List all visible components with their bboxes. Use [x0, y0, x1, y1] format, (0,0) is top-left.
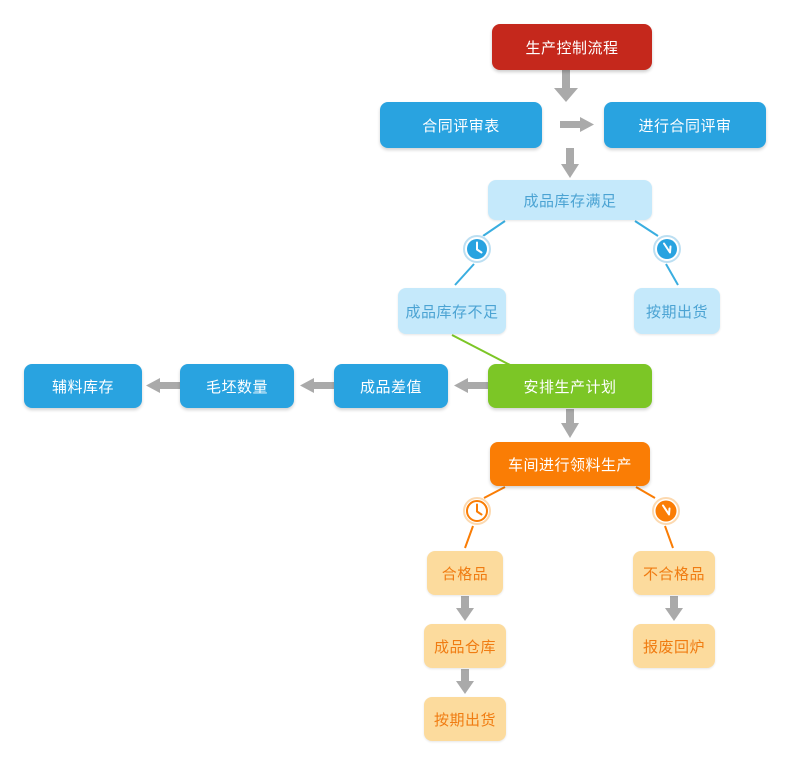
- edge-unqualified-to-scrap: [665, 596, 683, 621]
- node-arrange-production-plan[interactable]: 安排生产计划: [488, 364, 652, 408]
- node-label: 合同评审表: [422, 117, 500, 135]
- node-root[interactable]: 生产控制流程: [492, 24, 652, 70]
- node-blank-quantity[interactable]: 毛坯数量: [180, 364, 294, 408]
- edge-root-to-contract: [554, 70, 578, 102]
- node-finished-goods-warehouse[interactable]: 成品仓库: [424, 624, 506, 668]
- node-workshop-material-production[interactable]: 车间进行领料生产: [490, 442, 650, 486]
- node-finished-stock-sufficient[interactable]: 成品库存满足: [488, 180, 652, 220]
- node-label: 成品差值: [359, 378, 422, 396]
- node-auxiliary-material-stock[interactable]: 辅料库存: [24, 364, 142, 408]
- node-label: 进行合同评审: [638, 117, 732, 135]
- clock-icon-stock-low[interactable]: [462, 234, 492, 264]
- edge-contract-to-stockok: [561, 148, 579, 178]
- node-label: 按期出货: [433, 711, 496, 729]
- node-finished-goods-difference[interactable]: 成品差值: [334, 364, 448, 408]
- edge-diff-to-blankqty: [300, 378, 334, 393]
- clock-icon-qualified[interactable]: [462, 496, 492, 526]
- edge-blankqty-to-auxstock: [146, 378, 180, 393]
- node-label: 辅料库存: [51, 378, 114, 396]
- node-contract-review-form[interactable]: 合同评审表: [380, 102, 542, 148]
- node-label: 报废回炉: [642, 638, 705, 656]
- node-label: 按期出货: [645, 303, 708, 321]
- node-unqualified-product[interactable]: 不合格品: [633, 551, 715, 595]
- node-ship-on-time-upper[interactable]: 按期出货: [634, 288, 720, 334]
- node-label: 安排生产计划: [523, 378, 617, 396]
- node-ship-on-time-lower[interactable]: 按期出货: [424, 697, 506, 741]
- node-qualified-product[interactable]: 合格品: [427, 551, 503, 595]
- node-label: 合格品: [441, 565, 489, 583]
- edge-plan-to-diff: [454, 378, 488, 393]
- node-label: 成品仓库: [433, 638, 496, 656]
- node-label: 不合格品: [642, 565, 705, 583]
- node-label: 成品库存不足: [405, 303, 499, 321]
- node-label: 成品库存满足: [523, 192, 617, 210]
- node-label: 生产控制流程: [525, 39, 619, 57]
- edge-workshop-branches: [464, 486, 674, 549]
- node-finished-stock-insufficient[interactable]: 成品库存不足: [398, 288, 506, 334]
- clock-icon-ship-on-time[interactable]: [652, 234, 682, 264]
- clock-icon-unqualified[interactable]: [651, 496, 681, 526]
- node-conduct-contract-review[interactable]: 进行合同评审: [604, 102, 766, 148]
- node-scrap-remelt[interactable]: 报废回炉: [633, 624, 715, 668]
- node-label: 毛坯数量: [205, 378, 268, 396]
- edge-stocklow-to-plan: [451, 334, 513, 367]
- node-label: 车间进行领料生产: [507, 456, 632, 474]
- edge-plan-to-workshop: [561, 409, 579, 438]
- edge-warehouse-to-shipment: [456, 669, 474, 694]
- edge-qualified-to-warehouse: [456, 596, 474, 621]
- edge-contract-to-review: [560, 117, 594, 132]
